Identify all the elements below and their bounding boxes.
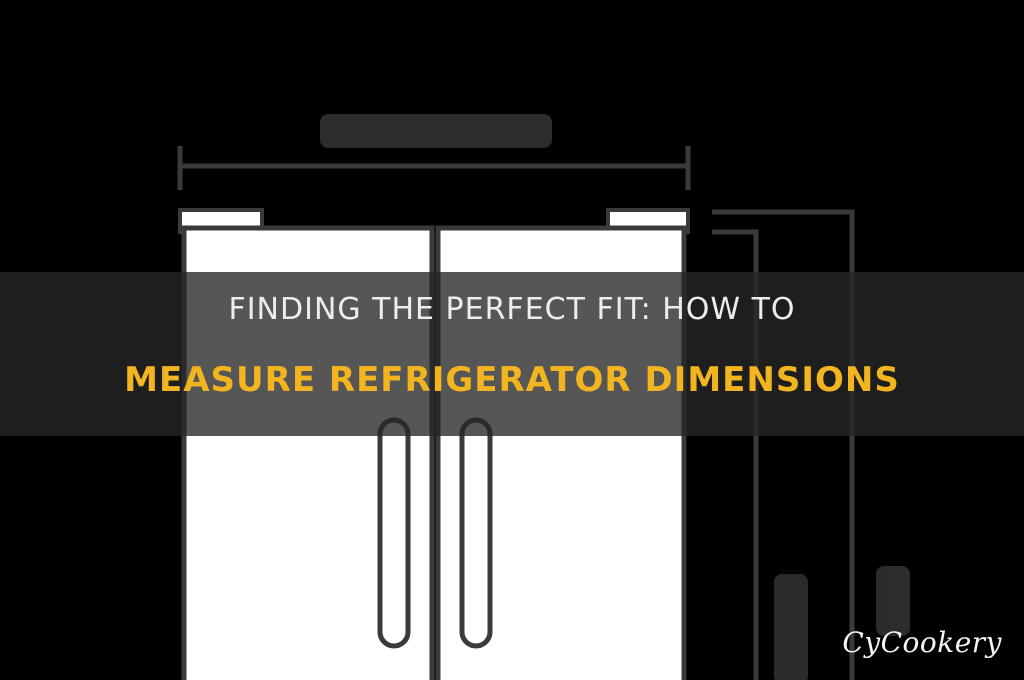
door-handles: [377, 417, 493, 649]
brand-watermark: CyCookery: [842, 626, 1002, 659]
title-overlay-band: [0, 272, 1024, 436]
height-label-blur: [774, 566, 910, 680]
headline-line-1: FINDING THE PERFECT FIT: HOW TO: [228, 292, 796, 327]
width-dimension-bracket: [177, 146, 691, 190]
side-dimension-brackets: [712, 209, 855, 680]
width-label-blur: [320, 114, 552, 148]
headline-line-2: MEASURE REFRIGERATOR DIMENSIONS: [124, 360, 900, 400]
